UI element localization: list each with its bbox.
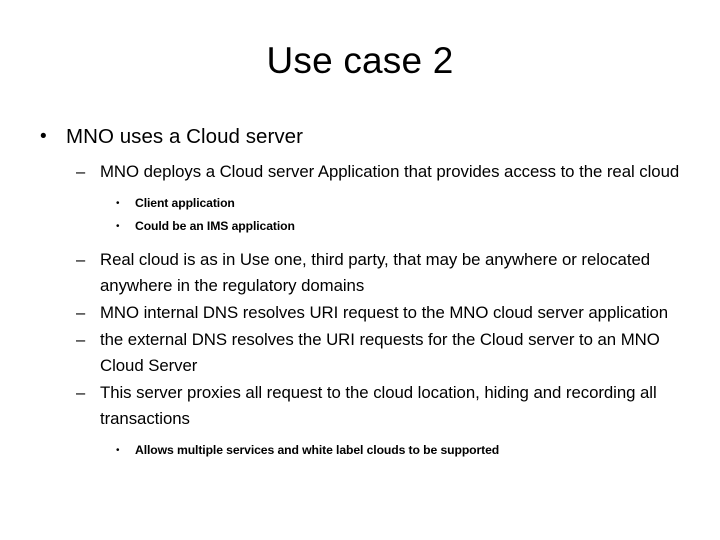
slide-body-content: • MNO uses a Cloud server – MNO deploys … [0, 122, 720, 462]
list-item-text: MNO deploys a Cloud server Application t… [100, 162, 680, 181]
list-item: – MNO deploys a Cloud server Application… [0, 159, 720, 185]
dash-marker-icon: – [76, 163, 86, 181]
dash-marker-icon: – [76, 331, 86, 349]
page-title: Use case 2 [266, 40, 454, 81]
list-item-text: Client application [135, 196, 235, 210]
list-item: – MNO internal DNS resolves URI request … [0, 300, 720, 326]
list-item: • Could be an IMS application [0, 215, 720, 238]
list-item: • Client application [0, 192, 720, 215]
list-item-text: Could be an IMS application [135, 219, 295, 233]
list-item: – Real cloud is as in Use one, third par… [0, 247, 720, 299]
bullet-marker-icon: • [40, 126, 47, 147]
list-item-text: Allows multiple services and white label… [135, 443, 500, 457]
dash-marker-icon: – [76, 251, 86, 269]
dash-marker-icon: – [76, 384, 86, 402]
list-item-text: Real cloud is as in Use one, third party… [100, 250, 651, 295]
bullet-marker-icon: • [116, 198, 120, 209]
list-item: • MNO uses a Cloud server [0, 122, 720, 152]
list-item: – the external DNS resolves the URI requ… [0, 327, 720, 379]
list-item-text: MNO uses a Cloud server [66, 125, 303, 148]
bullet-marker-icon: • [116, 445, 120, 456]
list-item-text: the external DNS resolves the URI reques… [100, 330, 660, 375]
list-item-text: MNO internal DNS resolves URI request to… [100, 303, 669, 322]
list-item: – This server proxies all request to the… [0, 380, 720, 432]
list-item-text: This server proxies all request to the c… [100, 383, 657, 428]
dash-marker-icon: – [76, 304, 86, 322]
list-item: • Allows multiple services and white lab… [0, 439, 720, 462]
bullet-marker-icon: • [116, 221, 120, 232]
